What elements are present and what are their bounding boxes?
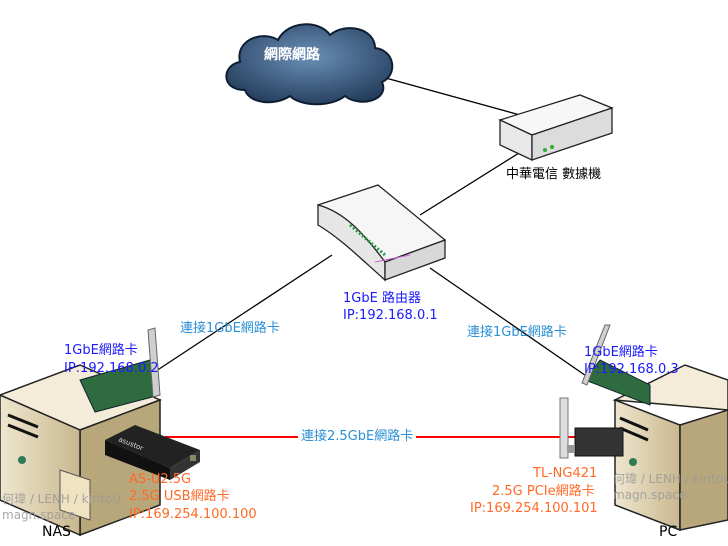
link-label-pc-router: 連接1GbE網路卡 (467, 325, 567, 340)
internet-cloud-icon (225, 23, 394, 106)
watermark-left-line2: magn.space (2, 508, 76, 522)
pc-nic1-name: 1GbE網路卡 (584, 345, 658, 360)
nas-label: NAS (42, 524, 71, 540)
pc-nic2-model: TL-NG421 (533, 466, 598, 481)
pc-nic1-ip: IP:192.168.0.3 (584, 362, 679, 377)
pc-label: PC (659, 524, 678, 540)
link-router-pc (429, 267, 593, 381)
nas-nic1-name: 1GbE網路卡 (64, 343, 138, 358)
pc-1gbe-card-icon (581, 324, 651, 406)
link-label-nas-pc: 連接2.5GbE網路卡 (298, 428, 417, 445)
link-modem-router (419, 147, 528, 216)
watermark-left-line1: 何瑋 / LENH / kiritoU (2, 492, 121, 506)
pc-nic2-ip: IP:169.254.100.101 (470, 501, 598, 516)
pc-nic2-name: 2.5G PCIe網路卡 (492, 484, 595, 499)
link-internet-modem (374, 74, 521, 116)
usb-adapter-icon: asustor (105, 425, 200, 480)
nas-1gbe-card-icon (79, 327, 161, 413)
pc-tower-icon (612, 364, 728, 532)
watermark-right-line1: 何瑋 / LENH / kiritoU (613, 472, 728, 486)
modem-icon (498, 94, 614, 162)
link-router-nas (149, 254, 333, 376)
nas-nic2-name: 2.5G USB網路卡 (129, 489, 230, 504)
router-ip: IP:192.168.0.1 (343, 308, 438, 323)
nas-nic1-ip: IP:192.168.0.2 (64, 361, 159, 376)
pc-25g-card-icon (559, 397, 624, 459)
watermark-right-line2: magn.space (613, 488, 687, 502)
nas-tower-icon (0, 364, 162, 537)
nas-nic2-model: AS-U2.5G (129, 472, 192, 487)
router-icon (316, 184, 447, 282)
internet-label: 網際網路 (264, 47, 320, 63)
router-label: 1GbE 路由器 (343, 291, 421, 306)
modem-label: 中華電信 數據機 (506, 167, 602, 182)
link-label-nas-router: 連接1GbE網路卡 (180, 321, 280, 336)
nas-nic2-ip: IP:169.254.100.100 (129, 507, 257, 522)
